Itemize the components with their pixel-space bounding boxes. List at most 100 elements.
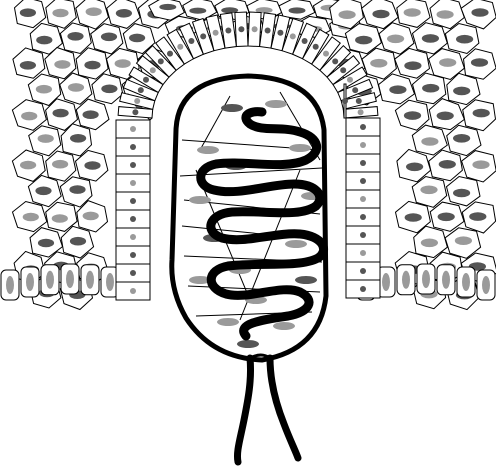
cell-nucleus xyxy=(54,60,70,69)
basal-nucleus xyxy=(66,270,74,288)
columnar-nucleus xyxy=(356,98,362,104)
lumen-nucleus xyxy=(295,276,317,284)
cell-nucleus xyxy=(20,161,36,170)
cell-nucleus xyxy=(20,61,36,70)
cell-nucleus xyxy=(404,8,421,17)
cell-nucleus xyxy=(421,239,438,248)
cell-nucleus xyxy=(473,109,490,118)
cell-nucleus xyxy=(472,160,489,169)
cell-nucleus xyxy=(36,36,52,45)
columnar-nucleus xyxy=(252,26,258,32)
cell-nucleus xyxy=(101,85,117,94)
columnar-nucleus xyxy=(360,286,366,292)
columnar-nucleus xyxy=(138,87,144,93)
columnar-nucleus xyxy=(360,124,366,130)
columnar-nucleus xyxy=(130,162,136,168)
cell-nucleus xyxy=(437,112,454,121)
cell-nucleus xyxy=(189,8,206,14)
columnar-nucleus xyxy=(360,214,366,220)
columnar-nucleus xyxy=(130,252,136,258)
lumen-nucleus xyxy=(189,196,211,204)
cell-nucleus xyxy=(455,236,472,245)
cell-nucleus xyxy=(438,213,455,222)
columnar-nucleus xyxy=(130,216,136,222)
cell-nucleus xyxy=(404,61,421,70)
columnar-nucleus xyxy=(277,30,283,36)
cell-nucleus xyxy=(339,10,356,19)
cell-nucleus xyxy=(372,10,389,19)
columnar-nucleus xyxy=(360,142,366,148)
cell-nucleus xyxy=(389,85,406,94)
lumen-nucleus xyxy=(265,100,287,108)
columnar-nucleus xyxy=(360,268,366,274)
columnar-nucleus xyxy=(352,87,358,93)
columnar-nucleus xyxy=(143,77,149,83)
columnar-nucleus xyxy=(130,234,136,240)
basal-nucleus xyxy=(482,276,490,294)
columnar-nucleus xyxy=(358,109,364,115)
basal-nucleus xyxy=(382,273,390,291)
columnar-nucleus xyxy=(213,30,219,36)
cell-nucleus xyxy=(23,213,39,222)
columnar-nucleus xyxy=(290,33,296,39)
cell-nucleus xyxy=(36,85,52,94)
cell-nucleus xyxy=(20,8,36,17)
columnar-nucleus xyxy=(130,180,136,186)
basal-nucleus xyxy=(106,273,114,291)
cell-nucleus xyxy=(70,134,86,143)
cell-nucleus xyxy=(422,34,439,43)
lumen-nucleus xyxy=(289,144,311,152)
columnar-nucleus xyxy=(150,67,156,73)
columnar-nucleus xyxy=(188,38,194,44)
lumen-nucleus xyxy=(237,340,259,348)
cell-nucleus xyxy=(116,9,132,18)
cell-nucleus xyxy=(387,35,404,44)
columnar-nucleus xyxy=(130,144,136,150)
columnar-nucleus xyxy=(132,109,138,115)
cell-nucleus xyxy=(453,134,470,143)
columnar-nucleus xyxy=(134,98,140,104)
columnar-nucleus xyxy=(130,198,136,204)
columnar-nucleus xyxy=(167,51,173,57)
duct xyxy=(237,355,298,462)
basal-nucleus xyxy=(46,271,54,289)
cell-nucleus xyxy=(453,87,470,96)
cell-nucleus xyxy=(52,214,68,223)
lumen-nucleus xyxy=(217,318,239,326)
cell-nucleus xyxy=(421,137,438,146)
columnar-nucleus xyxy=(130,270,136,276)
columnar-nucleus xyxy=(340,67,346,73)
columnar-nucleus xyxy=(265,28,271,34)
columnar-nucleus xyxy=(323,51,329,57)
cell-nucleus xyxy=(406,163,423,172)
cell-nucleus xyxy=(68,83,84,92)
cell-nucleus xyxy=(404,111,421,120)
columnar-nucleus xyxy=(200,33,206,39)
cell-nucleus xyxy=(439,160,456,169)
cell-nucleus xyxy=(129,34,145,43)
cell-nucleus xyxy=(355,36,372,45)
cell-nucleus xyxy=(159,4,176,10)
basal-nucleus xyxy=(402,271,410,289)
basal-nucleus xyxy=(86,271,94,289)
columnar-nucleus xyxy=(342,98,348,104)
cell-nucleus xyxy=(471,58,488,67)
cell-nucleus xyxy=(67,32,83,41)
basal-nucleus xyxy=(422,270,430,288)
cell-nucleus xyxy=(101,33,117,42)
lumen-nucleus xyxy=(197,146,219,154)
cell-nucleus xyxy=(115,59,131,68)
cell-nucleus xyxy=(471,8,488,17)
cell-nucleus xyxy=(422,84,439,93)
cell-nucleus xyxy=(83,110,99,119)
cell-nucleus xyxy=(83,212,99,221)
cell-nucleus xyxy=(86,7,102,16)
columnar-nucleus xyxy=(347,77,353,83)
lumen-nucleus xyxy=(221,104,243,112)
cell-nucleus xyxy=(453,189,470,198)
cell-nucleus xyxy=(38,239,54,248)
columnar-nucleus xyxy=(360,160,366,166)
columnar-nucleus xyxy=(360,196,366,202)
columnar-nucleus xyxy=(130,288,136,294)
